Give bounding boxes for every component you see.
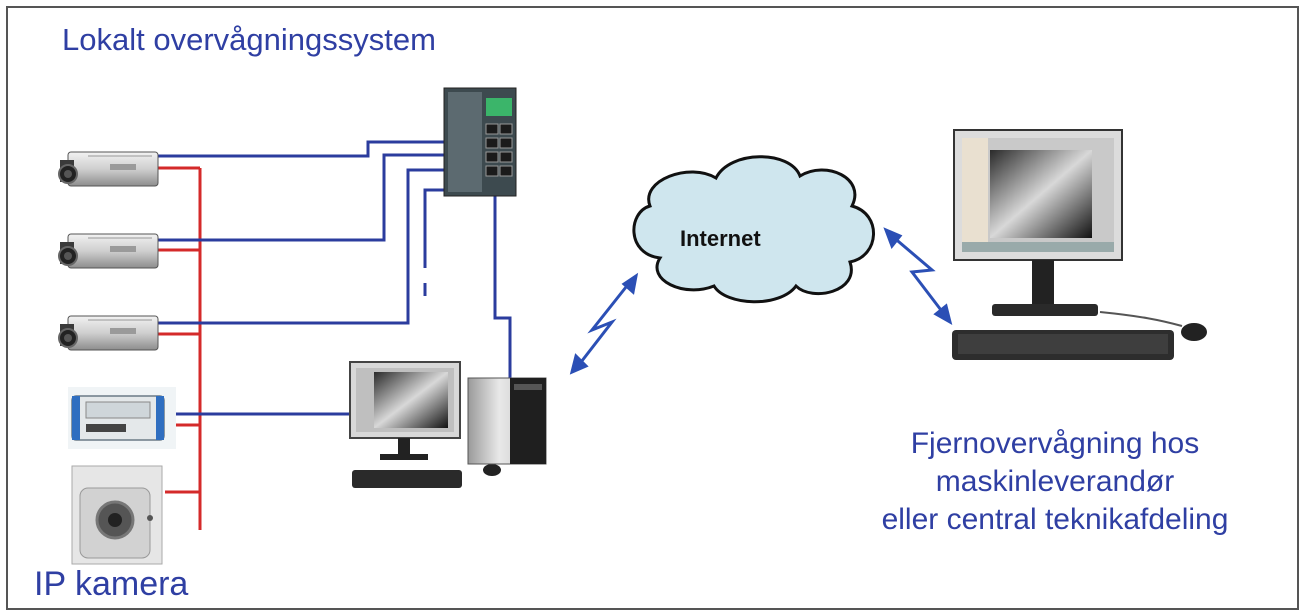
network-cables bbox=[150, 140, 512, 416]
remote-label-line: maskinleverandør bbox=[935, 465, 1175, 498]
cloud-icon bbox=[632, 155, 875, 304]
ip-camera-title: IP kamera bbox=[34, 565, 189, 603]
remote-label-line: Fjernovervågning hos bbox=[910, 427, 1200, 460]
local-system-title: Lokalt overvågningssystem bbox=[62, 22, 436, 57]
lightning-arrow-icon bbox=[569, 272, 639, 375]
remote-label-line: eller central teknikafdeling bbox=[881, 503, 1229, 536]
dome-camera-icon bbox=[71, 465, 163, 565]
network-switch-icon bbox=[443, 87, 517, 197]
remote-monitoring-label: Fjernovervågning hos maskinleverandør el… bbox=[820, 425, 1290, 539]
internet-label: Internet bbox=[680, 226, 761, 251]
desktop-computer-icon bbox=[952, 129, 1207, 360]
diagram-frame bbox=[6, 6, 1299, 610]
camera-icon bbox=[58, 233, 159, 269]
video-encoder-icon bbox=[68, 387, 176, 449]
camera-icon bbox=[58, 151, 159, 187]
desktop-computer-icon bbox=[349, 361, 547, 488]
lightning-arrow-icon bbox=[883, 227, 953, 326]
camera-icon bbox=[58, 315, 159, 351]
